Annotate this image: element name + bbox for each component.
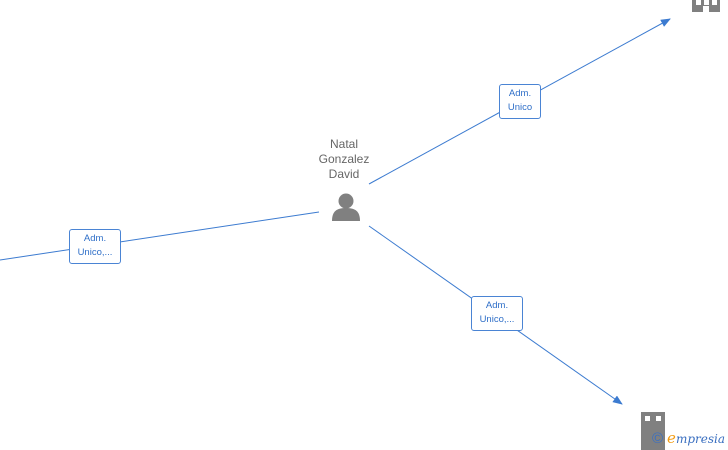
edge-label-line: Unico — [507, 102, 533, 113]
person-name-line: Gonzalez — [318, 152, 370, 166]
edge-label-line: Unico,... — [479, 314, 515, 325]
building-icon[interactable] — [692, 0, 720, 12]
building-icon[interactable] — [641, 412, 665, 450]
edge-label-line: Adm. — [83, 233, 107, 244]
edge-label-adm-unico-bottom[interactable]: Adm. Unico,... — [471, 296, 523, 331]
edge-label-line: Adm. — [485, 300, 509, 311]
brand-initial: e — [667, 429, 676, 447]
copyright-symbol: © — [651, 430, 664, 447]
edge-label-adm-unico[interactable]: Adm. Unico — [499, 84, 541, 119]
edge-label-line: Adm. — [508, 88, 532, 99]
person-icon[interactable] — [332, 193, 360, 222]
person-name-line: David — [328, 167, 360, 181]
edge-line-from-left — [0, 211, 320, 261]
edge-label-line: Unico,... — [77, 247, 113, 258]
empresia-watermark: ©empresia — [652, 429, 725, 447]
edge-label-adm-unico-left[interactable]: Adm. Unico,... — [69, 229, 121, 264]
brand-name: mpresia — [675, 432, 725, 446]
person-name-line: Natal — [329, 137, 358, 151]
person-name[interactable]: Natal Gonzalez David — [296, 137, 392, 182]
